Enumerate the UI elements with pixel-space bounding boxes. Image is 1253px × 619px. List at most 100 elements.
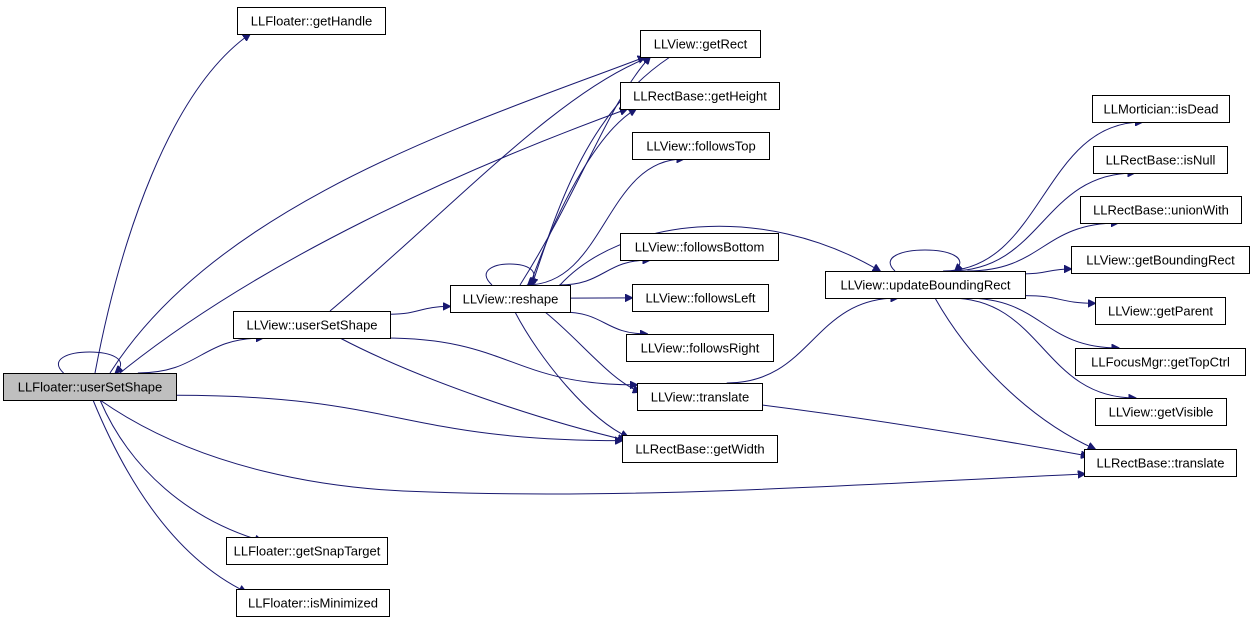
node-box	[632, 284, 769, 312]
node-label: LLView::userSetShape	[246, 318, 377, 333]
edge-view_reshape-to-view_updateBoundingRect	[559, 225, 880, 286]
node-rect_getWidth[interactable]: LLRectBase::getWidth	[622, 435, 778, 463]
node-box	[233, 311, 391, 339]
edge-floater_userSetShape-to-rect_translate	[99, 399, 1085, 495]
node-view_reshape[interactable]: LLView::reshape	[450, 285, 571, 313]
node-label: LLView::followsTop	[646, 139, 755, 154]
node-label: LLView::getVisible	[1109, 405, 1214, 420]
edge-view_reshape-to-view_translate	[544, 311, 640, 392]
node-box	[622, 435, 778, 463]
node-box	[1093, 146, 1228, 174]
node-box	[626, 334, 774, 362]
node-label: LLFocusMgr::getTopCtrl	[1091, 355, 1230, 370]
node-box	[236, 589, 390, 617]
edge-view_getRect-to-view_reshape	[532, 56, 671, 285]
node-view_followsBottom[interactable]: LLView::followsBottom	[620, 233, 779, 261]
node-box	[237, 7, 386, 35]
edge-view_reshape-to-view_followsTop	[526, 159, 684, 286]
node-box	[3, 373, 177, 401]
node-view_followsRight[interactable]: LLView::followsRight	[626, 334, 774, 362]
edge-view_reshape-to-view_getRect	[519, 57, 650, 286]
edge-view_reshape-to-rect_getHeight	[529, 109, 636, 286]
node-view_getParent[interactable]: LLView::getParent	[1095, 297, 1226, 325]
edge-view_userSetShape-to-view_translate	[384, 337, 637, 385]
node-view_getBoundingRect[interactable]: LLView::getBoundingRect	[1071, 246, 1250, 274]
node-label: LLView::getParent	[1108, 304, 1213, 319]
node-label: LLView::followsRight	[641, 341, 760, 356]
edge-view_updateBoundingRect-to-rect_translate	[934, 297, 1095, 449]
node-view_getRect[interactable]: LLView::getRect	[640, 30, 761, 58]
edge-view_updateBoundingRect-to-focusmgr_getTopCtrl	[966, 297, 1119, 348]
nodes-layer: LLFloater::userSetShape LLFloater::getHan…	[3, 7, 1250, 617]
node-label: LLView::reshape	[463, 292, 559, 307]
node-box	[226, 537, 388, 565]
edge-floater_userSetShape-to-view_userSetShape	[137, 338, 263, 374]
node-box	[825, 271, 1026, 299]
edge-floater_userSetShape-to-rect_getWidth	[175, 394, 622, 440]
node-box	[632, 132, 770, 160]
edge-view_updateBoundingRect-to-mortician_isDead	[943, 122, 1142, 272]
node-rect_translate[interactable]: LLRectBase::translate	[1084, 449, 1237, 477]
node-label: LLView::getRect	[654, 37, 748, 52]
edge-view_updateBoundingRect-to-view_updateBoundingRect	[889, 249, 960, 271]
node-label: LLRectBase::translate	[1097, 456, 1225, 471]
node-label: LLView::followsBottom	[635, 240, 765, 255]
edge-floater_userSetShape-to-rect_getHeight	[119, 109, 627, 374]
node-box	[1075, 348, 1246, 376]
node-floater_getHandle[interactable]: LLFloater::getHandle	[237, 7, 386, 35]
node-view_translate[interactable]: LLView::translate	[637, 383, 763, 411]
node-label: LLFloater::getSnapTarget	[234, 544, 381, 559]
edge-view_updateBoundingRect-to-rect_isNull	[950, 173, 1134, 272]
node-label: LLRectBase::unionWith	[1093, 203, 1229, 218]
node-label: LLFloater::isMinimized	[248, 596, 378, 611]
node-label: LLRectBase::getHeight	[633, 89, 767, 104]
edge-view_reshape-to-view_followsRight	[562, 311, 647, 334]
edge-floater_userSetShape-to-floater_getHandle	[94, 34, 250, 374]
edges-layer	[58, 34, 1142, 592]
edge-view_updateBoundingRect-to-rect_unionWith	[967, 223, 1118, 272]
node-box	[1071, 246, 1250, 274]
node-view_updateBoundingRect[interactable]: LLView::updateBoundingRect	[825, 271, 1026, 299]
node-box	[1095, 398, 1227, 426]
node-view_followsTop[interactable]: LLView::followsTop	[632, 132, 770, 160]
node-label: LLFloater::getHandle	[251, 14, 372, 29]
node-view_getVisible[interactable]: LLView::getVisible	[1095, 398, 1227, 426]
edge-floater_userSetShape-to-floater_getSnapTarget	[99, 399, 262, 541]
edge-view_userSetShape-to-view_reshape	[389, 306, 450, 315]
edge-floater_userSetShape-to-view_getRect	[109, 57, 645, 374]
node-box	[1080, 196, 1242, 224]
edge-floater_userSetShape-to-floater_userSetShape	[58, 351, 120, 373]
node-floater_getSnapTarget[interactable]: LLFloater::getSnapTarget	[226, 537, 388, 565]
edge-view_translate-to-view_updateBoundingRect	[726, 298, 898, 384]
node-floater_isMinimized[interactable]: LLFloater::isMinimized	[236, 589, 390, 617]
node-box	[1095, 297, 1226, 325]
node-view_userSetShape[interactable]: LLView::userSetShape	[233, 311, 391, 339]
node-box	[637, 383, 763, 411]
node-box	[1084, 449, 1237, 477]
node-label: LLRectBase::getWidth	[635, 442, 764, 457]
node-label: LLFloater::userSetShape	[18, 380, 163, 395]
node-label: LLView::updateBoundingRect	[840, 278, 1010, 293]
edge-view_userSetShape-to-rect_getWidth	[339, 337, 625, 440]
node-rect_getHeight[interactable]: LLRectBase::getHeight	[620, 82, 780, 110]
node-label: LLView::followsLeft	[645, 291, 755, 306]
node-box	[620, 82, 780, 110]
node-box	[620, 233, 779, 261]
node-mortician_isDead[interactable]: LLMortician::isDead	[1092, 95, 1230, 123]
node-label: LLRectBase::isNull	[1106, 153, 1216, 168]
node-rect_isNull[interactable]: LLRectBase::isNull	[1093, 146, 1228, 174]
edge-view_translate-to-rect_translate	[761, 404, 1088, 456]
edge-view_updateBoundingRect-to-view_getBoundingRect	[1024, 269, 1071, 275]
node-floater_userSetShape: LLFloater::userSetShape	[3, 373, 177, 401]
node-view_followsLeft[interactable]: LLView::followsLeft	[632, 284, 769, 312]
node-rect_unionWith[interactable]: LLRectBase::unionWith	[1080, 196, 1242, 224]
node-label: LLView::getBoundingRect	[1086, 253, 1235, 268]
node-label: LLMortician::isDead	[1104, 102, 1219, 117]
edge-floater_userSetShape-to-floater_isMinimized	[92, 399, 246, 592]
node-focusmgr_getTopCtrl[interactable]: LLFocusMgr::getTopCtrl	[1075, 348, 1246, 376]
edge-view_userSetShape-to-view_getRect	[329, 57, 650, 312]
node-box	[450, 285, 571, 313]
edge-view_updateBoundingRect-to-view_getVisible	[950, 297, 1135, 398]
node-label: LLView::translate	[651, 390, 750, 405]
